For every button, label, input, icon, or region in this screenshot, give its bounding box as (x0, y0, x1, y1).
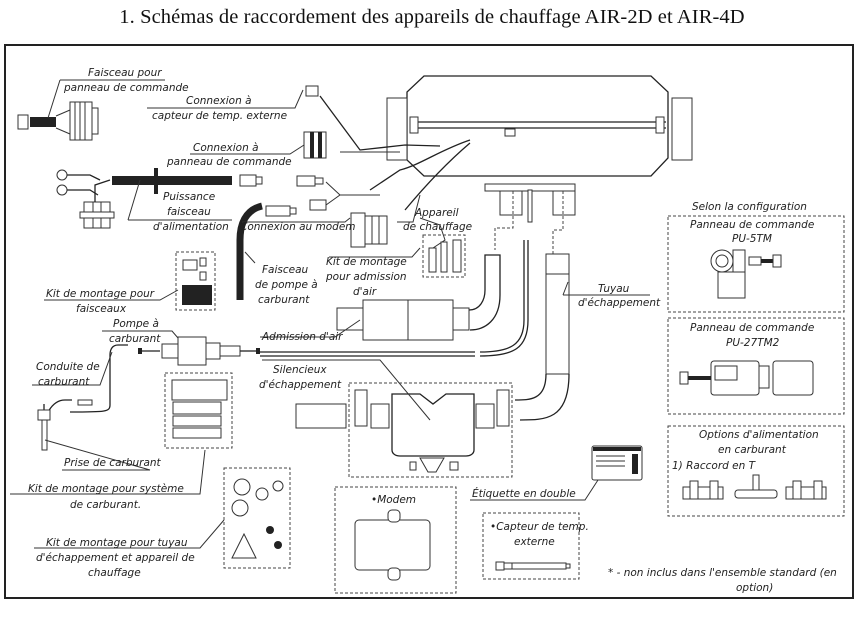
label-fuel-options-2: en carburant (718, 444, 787, 456)
label-fuel-line-1: Conduite de (36, 361, 100, 373)
label-modem: •Modem (371, 494, 416, 506)
label-air-intake: Admission d'air (261, 331, 343, 343)
label-fuel-options-1: Options d'alimentation (699, 429, 819, 441)
label-pump-harness-3: carburant (258, 294, 310, 306)
label-muffler-1: Silencieux (273, 364, 327, 376)
label-conn-modem: Connexion au modem (240, 221, 356, 233)
label-heater-2: de chauffage (403, 221, 472, 233)
label-harness-panel-1: Faisceau pour (88, 67, 162, 79)
label-conn-temp-2: capteur de temp. externe (152, 110, 287, 122)
pu27tm2-box (667, 317, 845, 415)
pump-harness (236, 202, 264, 300)
label-exhaust-kit-2: d'échappement et appareil de (36, 552, 195, 564)
label-conn-temp-1: Connexion à (186, 95, 252, 107)
label-heater-1: Appareil (414, 207, 459, 219)
power-harness (56, 168, 263, 229)
harness-kit (175, 251, 216, 311)
exhaust-kit (223, 467, 291, 569)
fuel-system-kit (164, 372, 233, 449)
label-sensor-2: externe (514, 536, 555, 548)
temp-sensor-wire (319, 95, 441, 151)
label-conn-panel-1: Connexion à (193, 142, 259, 154)
fuel-line (37, 344, 128, 451)
pu5tm-box (667, 215, 845, 313)
exhaust-feed (260, 240, 525, 353)
label-power-1: Puissance (163, 191, 215, 203)
label-pu27tm2-1: Panneau de commande (690, 322, 814, 334)
label-duplicate: Étiquette en double (472, 487, 576, 500)
label-air-kit-3: d'air (353, 286, 377, 298)
label-exhaust-kit-1: Kit de montage pour tuyau (46, 537, 188, 549)
label-footnote-1: * - non inclus dans l'ensemble standard … (608, 567, 837, 579)
label-exhaust-pipe-1: Tuyau (598, 283, 630, 295)
fuel-pump (138, 336, 260, 366)
heater-wire (369, 139, 471, 191)
label-config-title: Selon la configuration (692, 201, 807, 213)
diagram-frame (4, 44, 854, 599)
leader-lines (10, 79, 650, 549)
label-fuel-intake: Prise de carburant (64, 457, 162, 469)
panel-harness (17, 101, 99, 141)
label-pump-harness-2: de pompe à (255, 279, 318, 291)
label-tee-fitting: 1) Raccord en T (672, 460, 757, 472)
label-power-2: faisceau (167, 206, 211, 218)
heater-wire (404, 142, 471, 211)
air-intake-tube (336, 254, 501, 341)
label-pump-1: Pompe à (113, 318, 159, 330)
modem-plug (350, 212, 388, 248)
label-harness-panel-2: panneau de commande (63, 82, 189, 94)
label-pu27tm2-2: PU-27TM2 (726, 337, 780, 349)
label-sensor-1: •Capteur de temp. (490, 521, 589, 533)
label-harness-kit-2: faisceaux (76, 303, 127, 315)
panel-connector (303, 131, 327, 159)
label-pu5tm-1: Panneau de commande (690, 219, 814, 231)
heater-unit (386, 75, 693, 255)
page-title: 1. Schémas de raccordement des appareils… (119, 6, 745, 28)
label-conn-panel-2: panneau de commande (166, 156, 292, 168)
label-pump-harness-1: Faisceau (262, 264, 309, 276)
label-footnote-2: option) (736, 582, 773, 594)
label-harness-kit-1: Kit de montage pour (46, 288, 155, 300)
label-air-kit-1: Kit de montage (326, 256, 407, 268)
exhaust-pipe (514, 253, 570, 421)
label-muffler-2: d'échappement (259, 379, 342, 391)
label-pu5tm-2: PU-5TM (732, 233, 772, 245)
label-exhaust-pipe-2: d'échappement (578, 297, 661, 309)
label-fuel-line-2: carburant (38, 376, 90, 388)
modem-connectors (265, 175, 380, 217)
label-fuel-kit-2: de carburant. (70, 499, 141, 511)
label-pump-2: carburant (109, 333, 161, 345)
label-exhaust-kit-3: chauffage (88, 567, 141, 579)
label-fuel-kit-1: Kit de montage pour système (28, 483, 184, 495)
ext-temp-sensor-box (482, 512, 580, 580)
label-power-3: d'alimentation (153, 221, 229, 233)
fuel-options-box (667, 425, 845, 517)
label-air-kit-2: pour admission (325, 271, 407, 283)
muffler (295, 382, 513, 478)
air-intake-kit (422, 234, 466, 278)
modem-box (334, 486, 457, 594)
temp-sensor-connector (305, 85, 319, 97)
duplicate-label-sticker (591, 445, 643, 481)
